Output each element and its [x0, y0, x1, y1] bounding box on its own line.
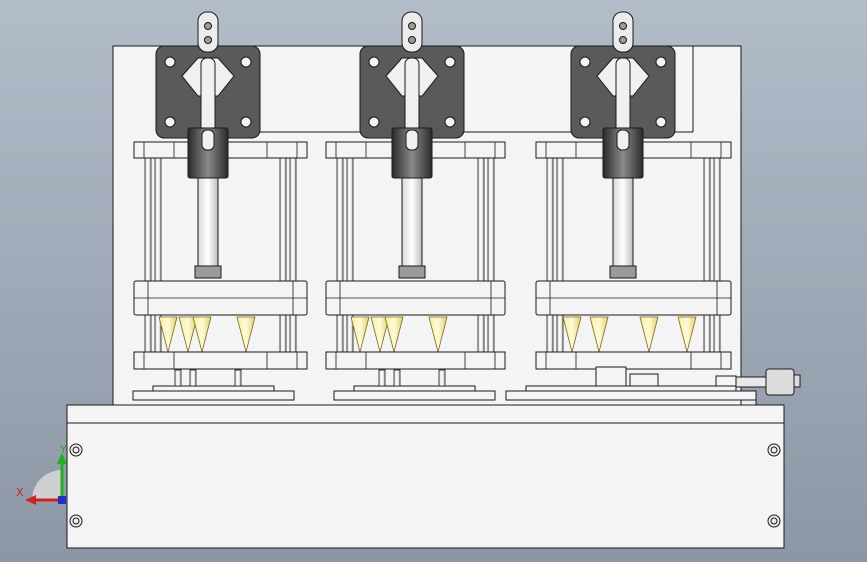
- side-cylinder: [735, 368, 801, 406]
- triad-y-arrowhead: [57, 453, 67, 464]
- triad-z-axis: [58, 496, 66, 504]
- clamp-spindle: [201, 129, 215, 151]
- base-platform: [505, 390, 757, 401]
- support-pin: [189, 369, 197, 387]
- screw: [767, 514, 781, 528]
- base-screws: [69, 443, 781, 528]
- base-platform-top: [152, 385, 275, 392]
- plunger-rod: [612, 177, 634, 269]
- triad-y-label: Y: [59, 443, 67, 456]
- mount-hole: [579, 56, 591, 68]
- cone-tip: [192, 316, 212, 353]
- mount-hole: [164, 116, 176, 128]
- plunger-rod: [401, 177, 423, 269]
- guide-rod: [289, 157, 297, 359]
- guide-rod: [556, 157, 564, 359]
- handle-pivot: [619, 36, 627, 44]
- clamp-handle: [612, 11, 634, 53]
- handle-pivot: [204, 22, 212, 30]
- sensor-block: [715, 375, 737, 387]
- clamp-arm: [200, 57, 216, 139]
- guide-rod: [487, 157, 495, 359]
- cone-tip: [384, 316, 404, 353]
- lower-rail: [325, 351, 506, 370]
- guide-rod: [703, 157, 711, 359]
- mount-hole: [444, 116, 456, 128]
- mount-hole: [240, 116, 252, 128]
- mount-hole: [579, 116, 591, 128]
- guide-rod: [546, 157, 554, 359]
- mount-hole: [655, 56, 667, 68]
- clamp-handle: [197, 11, 219, 53]
- clamp-arm: [615, 57, 631, 139]
- triad-x-arrowhead: [25, 495, 36, 505]
- cone-tip: [589, 316, 609, 353]
- clamp-cylinder: [187, 127, 229, 179]
- handle-pivot: [619, 22, 627, 30]
- coordinate-triad: Y X: [16, 443, 67, 505]
- support-pin: [234, 369, 242, 387]
- base-box: [66, 404, 785, 549]
- base-platform-top: [525, 385, 737, 392]
- screw: [69, 514, 83, 528]
- clamp-handle: [401, 11, 423, 53]
- mount-hole: [164, 56, 176, 68]
- handle-pivot: [204, 36, 212, 44]
- hex-nut: [194, 265, 222, 279]
- guide-rod: [713, 157, 721, 359]
- clamp-spindle: [616, 129, 630, 151]
- triad-plane: [32, 470, 62, 500]
- cone-tip: [158, 316, 178, 353]
- cone-tip: [236, 316, 256, 353]
- guide-rod: [279, 157, 287, 359]
- lower-rail: [133, 351, 308, 370]
- mount-hole: [240, 56, 252, 68]
- sensor-block: [595, 366, 627, 387]
- handle-pivot: [408, 22, 416, 30]
- base-platform: [132, 390, 295, 401]
- mount-hole: [655, 116, 667, 128]
- clamp-cylinder: [602, 127, 644, 179]
- screw: [69, 443, 83, 457]
- mount-hole: [444, 56, 456, 68]
- hex-nut: [609, 265, 637, 279]
- cone-tip: [562, 316, 582, 353]
- triad-x-label: X: [16, 486, 24, 499]
- handle-pivot: [408, 36, 416, 44]
- cone-tip: [370, 316, 390, 353]
- clamp-arm: [404, 57, 420, 139]
- hex-nut: [398, 265, 426, 279]
- mount-hole: [368, 116, 380, 128]
- station-right: [505, 11, 757, 401]
- cone-tip: [178, 316, 198, 353]
- guide-rod: [144, 157, 152, 359]
- clamp-spindle: [405, 129, 419, 151]
- support-pin: [174, 369, 182, 387]
- cone-tip: [677, 316, 697, 353]
- guide-rod: [336, 157, 344, 359]
- sensor-block: [629, 373, 659, 387]
- screw: [767, 443, 781, 457]
- cone-tip: [428, 316, 448, 353]
- station-middle: [325, 11, 506, 401]
- support-pin: [378, 369, 386, 387]
- clamp-cylinder: [391, 127, 433, 179]
- stations: [132, 11, 757, 401]
- support-pin: [393, 369, 401, 387]
- guide-rod: [346, 157, 354, 359]
- cone-tip: [639, 316, 659, 353]
- lower-rail: [535, 351, 732, 370]
- mount-hole: [368, 56, 380, 68]
- plunger-rod: [197, 177, 219, 269]
- base-platform-top: [353, 385, 476, 392]
- station-left: [132, 11, 308, 401]
- base-platform: [333, 390, 496, 401]
- support-pin: [438, 369, 446, 387]
- guide-rod: [477, 157, 485, 359]
- cone-tip: [350, 316, 370, 353]
- guide-rod: [154, 157, 162, 359]
